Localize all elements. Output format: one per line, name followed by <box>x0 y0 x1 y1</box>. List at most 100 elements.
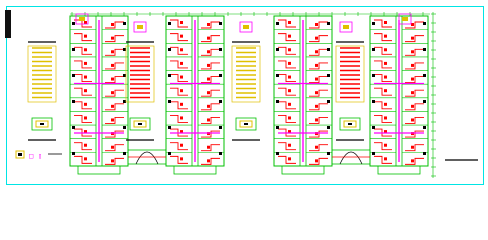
wiring-run <box>405 35 424 43</box>
wiring-run <box>170 46 188 55</box>
column-marker <box>276 152 279 155</box>
outlet-symbol <box>411 36 414 40</box>
wiring-run <box>309 62 328 70</box>
outlet-symbol <box>207 91 210 95</box>
schedule-frame <box>231 45 261 103</box>
entrance-bay <box>281 165 325 175</box>
wiring-run <box>201 48 220 56</box>
outlet-symbol <box>84 61 87 65</box>
wiring-run <box>309 130 328 138</box>
column-marker <box>372 48 375 51</box>
plan-panels <box>69 15 429 175</box>
wiring-run <box>374 101 392 110</box>
column-marker <box>327 152 330 155</box>
outlet-symbol <box>411 63 414 67</box>
outlet-symbol <box>411 23 414 26</box>
mini-detail-fill <box>402 17 408 21</box>
outlet-symbol <box>111 77 114 81</box>
wiring-run <box>405 48 424 56</box>
outlet-symbol <box>315 50 318 54</box>
column-marker <box>72 48 75 51</box>
wiring-run <box>105 21 124 29</box>
wiring-run <box>278 74 296 82</box>
column-marker <box>72 100 75 103</box>
outlet-symbol <box>180 116 183 120</box>
mini-detail-fill <box>79 17 85 21</box>
outlet-symbol <box>84 75 87 79</box>
outlet-symbol <box>207 118 210 122</box>
outlet-symbol <box>384 61 387 65</box>
legend-glyph-b: ▯ <box>38 152 42 160</box>
wiring-run <box>278 87 296 96</box>
schedule-block-4 <box>335 41 365 141</box>
wiring-run <box>201 76 220 83</box>
outlet-symbol <box>207 50 210 54</box>
column-marker <box>372 22 375 25</box>
outlet-symbol <box>84 130 87 134</box>
switchboard-panel <box>133 120 147 128</box>
sheet-border <box>6 6 484 185</box>
column-marker <box>72 22 75 25</box>
outlet-symbol <box>411 145 414 149</box>
wiring-run <box>105 117 124 124</box>
outlet-symbol <box>180 48 183 52</box>
wiring-run <box>278 19 296 28</box>
mini-detail-3 <box>239 21 253 33</box>
outlet-symbol <box>111 104 114 108</box>
schedule-block-3 <box>231 41 261 141</box>
column-marker <box>372 126 375 129</box>
column-marker <box>219 74 222 77</box>
wiring-run <box>309 21 328 29</box>
outlet-symbol <box>288 34 291 38</box>
outlet-symbol <box>315 118 318 122</box>
wiring-run <box>201 89 220 97</box>
column-marker <box>123 152 126 155</box>
column-marker <box>372 74 375 77</box>
outlet-symbol <box>207 23 210 26</box>
outlet-symbol <box>207 159 210 163</box>
wiring-run <box>105 144 124 152</box>
outlet-symbol <box>84 48 87 52</box>
mini-detail-fill <box>343 25 349 29</box>
outlet-symbol <box>207 145 210 149</box>
switchboard-panel <box>239 120 253 128</box>
outlet-symbol <box>411 159 414 163</box>
schedule-frame <box>27 45 57 103</box>
switchboard-detail <box>31 117 53 131</box>
wiring-run <box>374 19 392 28</box>
column-marker <box>423 48 426 51</box>
plan-panel-4 <box>369 15 429 175</box>
wiring-run <box>405 144 424 152</box>
wiring-run <box>201 35 220 43</box>
lobby-arch <box>135 151 159 165</box>
legend-symbols: □ ▯ <box>15 150 62 160</box>
outlet-symbol <box>180 102 183 106</box>
wiring-run <box>170 142 188 151</box>
mini-detail-box <box>239 21 253 33</box>
column-marker <box>168 126 171 129</box>
wiring-run <box>309 89 328 97</box>
wiring-run <box>201 130 220 138</box>
switchboard-panel <box>343 120 357 128</box>
wiring-run <box>374 142 392 151</box>
column-marker <box>327 126 330 129</box>
switchboard-breaker <box>244 123 248 125</box>
mini-detail-box <box>75 13 89 25</box>
column-marker <box>219 22 222 25</box>
column-marker <box>276 22 279 25</box>
outlet-symbol <box>411 118 414 122</box>
wiring-run <box>105 48 124 56</box>
outlet-symbol <box>180 75 183 79</box>
wiring-run <box>201 117 220 124</box>
wiring-run <box>74 60 92 69</box>
outlet-symbol <box>180 61 183 65</box>
column-marker <box>219 100 222 103</box>
column-marker <box>423 22 426 25</box>
column-marker <box>168 22 171 25</box>
wiring-run <box>405 21 424 29</box>
column-marker <box>423 152 426 155</box>
wiring-run <box>201 62 220 70</box>
outlet-symbol <box>315 145 318 149</box>
outlet-symbol <box>411 50 414 54</box>
mini-detail-box <box>133 21 147 33</box>
